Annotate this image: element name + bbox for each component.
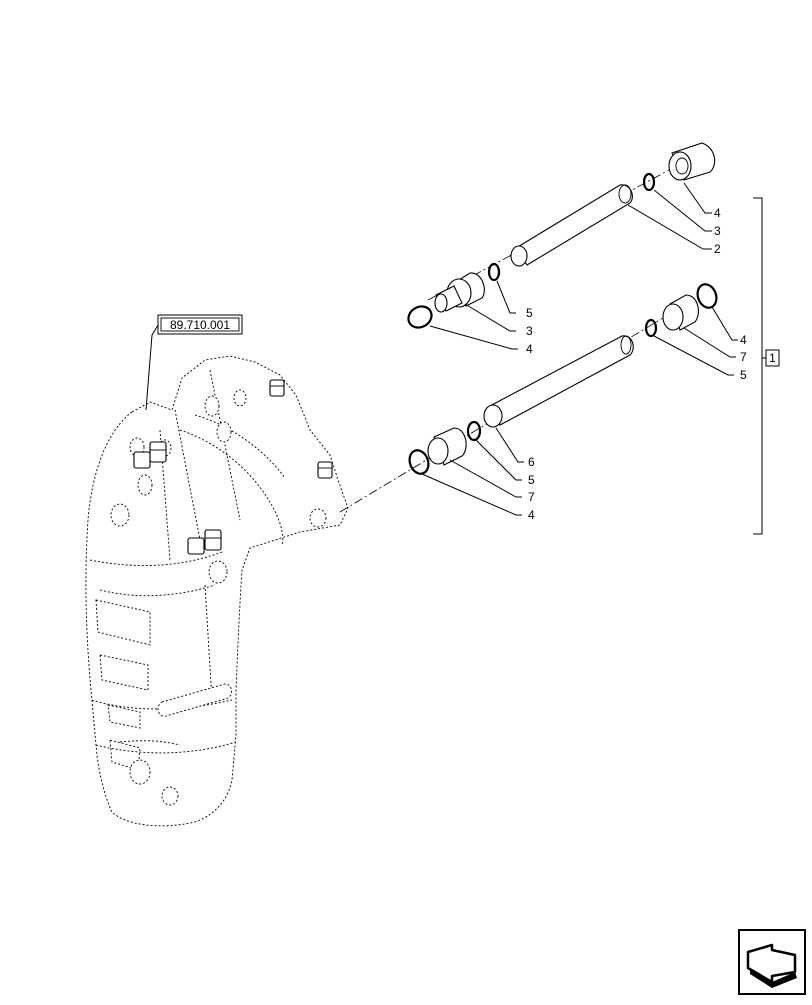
bushing-upper-right [668, 142, 716, 181]
callout-numbers: 4 3 2 5 3 4 4 7 5 6 5 7 4 [526, 206, 747, 522]
callout-3-upper: 3 [714, 224, 721, 238]
housing-ghost [85, 355, 349, 827]
reference-box[interactable]: 89.710.001 [157, 314, 243, 335]
snap-ring-right [644, 318, 658, 338]
callout-4-lower: 4 [528, 508, 535, 522]
o-ring-upper-left [407, 305, 433, 329]
leader-lines [145, 182, 766, 535]
group-label: 1 [769, 351, 776, 365]
callout-5-lower: 5 [528, 473, 535, 487]
bolt-icon [317, 461, 333, 479]
callout-5-upper-left: 5 [526, 306, 533, 320]
arrow-navigation-icon[interactable] [738, 929, 806, 995]
o-ring-right [696, 283, 718, 309]
callout-4-upper: 4 [714, 206, 721, 220]
bolt-icon [269, 379, 285, 397]
bolt-icon [133, 441, 167, 469]
snap-ring-upper [642, 172, 656, 192]
long-pin-lower [483, 335, 634, 428]
snap-ring-upper-left [487, 262, 501, 282]
reference-number: 89.710.001 [170, 318, 230, 332]
lower-pin-assembly [408, 283, 718, 475]
callout-3-upper-left: 3 [526, 324, 533, 338]
long-pin-upper [510, 184, 633, 267]
snap-ring-lower [466, 420, 482, 442]
bushing-upper-left [434, 272, 485, 313]
callout-4-right: 4 [740, 333, 747, 347]
callout-6: 6 [528, 455, 535, 469]
o-ring-lower [408, 449, 430, 475]
callout-7-right: 7 [740, 350, 747, 364]
callout-7-lower: 7 [528, 490, 535, 504]
bushing-right [662, 294, 699, 331]
housing-bolts [133, 379, 333, 555]
group-label-box: 1 [765, 349, 780, 367]
upper-pin-assembly [407, 142, 716, 329]
upper-axis-line [427, 161, 685, 301]
bushing-lower [427, 427, 467, 466]
callout-4-upper-left: 4 [526, 342, 533, 356]
callout-5-right: 5 [740, 368, 747, 382]
callout-2: 2 [714, 242, 721, 256]
bolt-icon [187, 529, 222, 555]
